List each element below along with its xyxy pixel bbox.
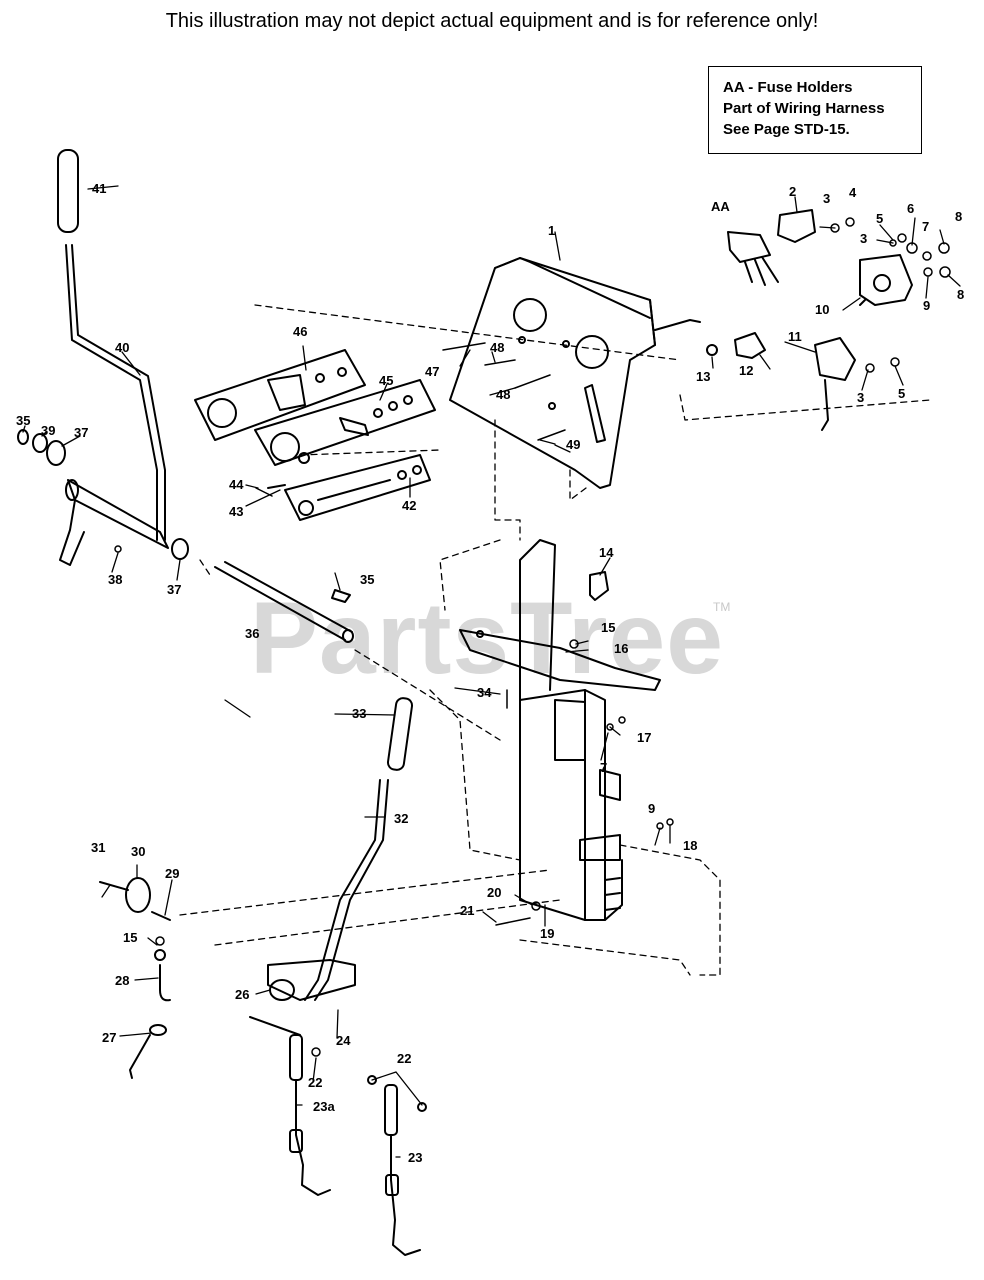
callout-43: 43 — [229, 504, 244, 519]
callout-17: 17 — [637, 730, 652, 745]
callout-33: 33 — [352, 706, 367, 721]
cable-part-23 — [367, 1075, 427, 1256]
panel-screws — [442, 342, 566, 441]
lift-lever-part-40 — [65, 244, 166, 541]
switch-part-11-12-13 — [706, 332, 856, 431]
fuse-holder-note-box: AA - Fuse Holders Part of Wiring Harness… — [708, 66, 922, 154]
callout-9-bottom: 9 — [648, 801, 656, 816]
callout-48-bottom: 48 — [496, 387, 511, 402]
callout-12: 12 — [739, 363, 754, 378]
callout-36: 36 — [245, 626, 260, 641]
washer-part-30 — [99, 877, 171, 921]
callout-39: 39 — [41, 423, 56, 438]
cable-part-23a — [249, 1016, 331, 1196]
callout-3-top: 3 — [823, 191, 831, 206]
callout-8-top: 8 — [955, 209, 963, 224]
callout-7-top: 7 — [922, 219, 930, 234]
callout-13: 13 — [696, 369, 711, 384]
callout-4: 4 — [849, 185, 857, 200]
callout-48-top: 48 — [490, 340, 505, 355]
plate-part-16 — [459, 629, 661, 691]
callout-31: 31 — [91, 840, 106, 855]
gauge-kit-part-46 — [194, 349, 366, 441]
callout-18: 18 — [683, 838, 698, 853]
callout-35-right: 35 — [360, 572, 375, 587]
callout-leaders — [22, 185, 961, 1158]
grip-part-33 — [386, 697, 414, 771]
note-line-1: AA - Fuse Holders — [723, 79, 853, 96]
callout-3-mid: 3 — [860, 231, 868, 246]
switch-part-10 — [859, 254, 913, 306]
callout-aa: AA — [711, 199, 730, 214]
bracket-part-24-26 — [267, 959, 356, 1001]
top-right-hardware — [830, 217, 951, 373]
note-line-3: See Page STD-15. — [723, 121, 850, 138]
callout-10: 10 — [815, 302, 830, 317]
callout-19: 19 — [540, 926, 555, 941]
callout-21: 21 — [460, 903, 475, 918]
disclaimer-text: This illustration may not depict actual … — [165, 10, 819, 32]
callout-6: 6 — [907, 201, 915, 216]
fuse-holder-bracket-part-2 — [727, 209, 816, 286]
callout-16: 16 — [614, 641, 629, 656]
callout-15-top: 15 — [601, 620, 616, 635]
callout-23: 23 — [408, 1150, 423, 1165]
callout-47: 47 — [425, 364, 440, 379]
callout-23a: 23a — [313, 1099, 335, 1114]
callout-3-bottom: 3 — [857, 390, 865, 405]
pedestal-frame-part-19 — [519, 539, 623, 921]
callout-41: 41 — [92, 181, 107, 196]
callout-7-bottom: 7 — [600, 760, 608, 775]
callout-22-left: 22 — [308, 1075, 323, 1090]
callout-14: 14 — [599, 545, 614, 560]
callout-5-bottom: 5 — [898, 386, 906, 401]
callout-40: 40 — [115, 340, 130, 355]
misc-hardware — [114, 487, 674, 1057]
callout-34: 34 — [477, 685, 492, 700]
note-line-2: Part of Wiring Harness — [723, 100, 885, 117]
callout-38: 38 — [108, 572, 123, 587]
callout-29: 29 — [165, 866, 180, 881]
callout-45: 45 — [379, 373, 394, 388]
callout-8-bottom: 8 — [957, 287, 965, 302]
callout-15-bottom: 15 — [123, 930, 138, 945]
callout-24: 24 — [336, 1033, 351, 1048]
gauge-kit-part-45 — [254, 379, 436, 466]
callout-9-top: 9 — [923, 298, 931, 313]
lift-shaft-assembly — [17, 429, 189, 566]
callout-11: 11 — [788, 329, 802, 344]
dash-panel-part-1 — [449, 257, 701, 489]
callout-30: 30 — [131, 844, 146, 859]
callout-44: 44 — [229, 477, 244, 492]
callout-2: 2 — [789, 184, 797, 199]
callout-35-left: 35 — [16, 413, 31, 428]
callout-46: 46 — [293, 324, 308, 339]
callout-20: 20 — [487, 885, 502, 900]
callout-26: 26 — [235, 987, 250, 1002]
callout-5-top: 5 — [876, 211, 884, 226]
callout-37-left: 37 — [74, 425, 89, 440]
callout-1: 1 — [548, 223, 556, 238]
trademark-symbol: TM — [713, 600, 731, 614]
fitting-part-14 — [589, 571, 609, 601]
callout-32: 32 — [394, 811, 409, 826]
hook-part-28 — [154, 949, 171, 1002]
callout-49: 49 — [566, 437, 581, 452]
lever-grip-part-41 — [57, 149, 79, 233]
assembly-dashed-lines — [179, 304, 931, 976]
lever-part-32 — [304, 779, 389, 1001]
cable-end-part-27 — [129, 1024, 167, 1079]
control-kit-part-42 — [267, 452, 431, 521]
callout-42: 42 — [402, 498, 417, 513]
callout-22-right: 22 — [397, 1051, 412, 1066]
callout-27: 27 — [102, 1030, 117, 1045]
shaft-part-36 — [214, 561, 354, 643]
callout-37-right: 37 — [167, 582, 182, 597]
callout-28: 28 — [115, 973, 130, 988]
